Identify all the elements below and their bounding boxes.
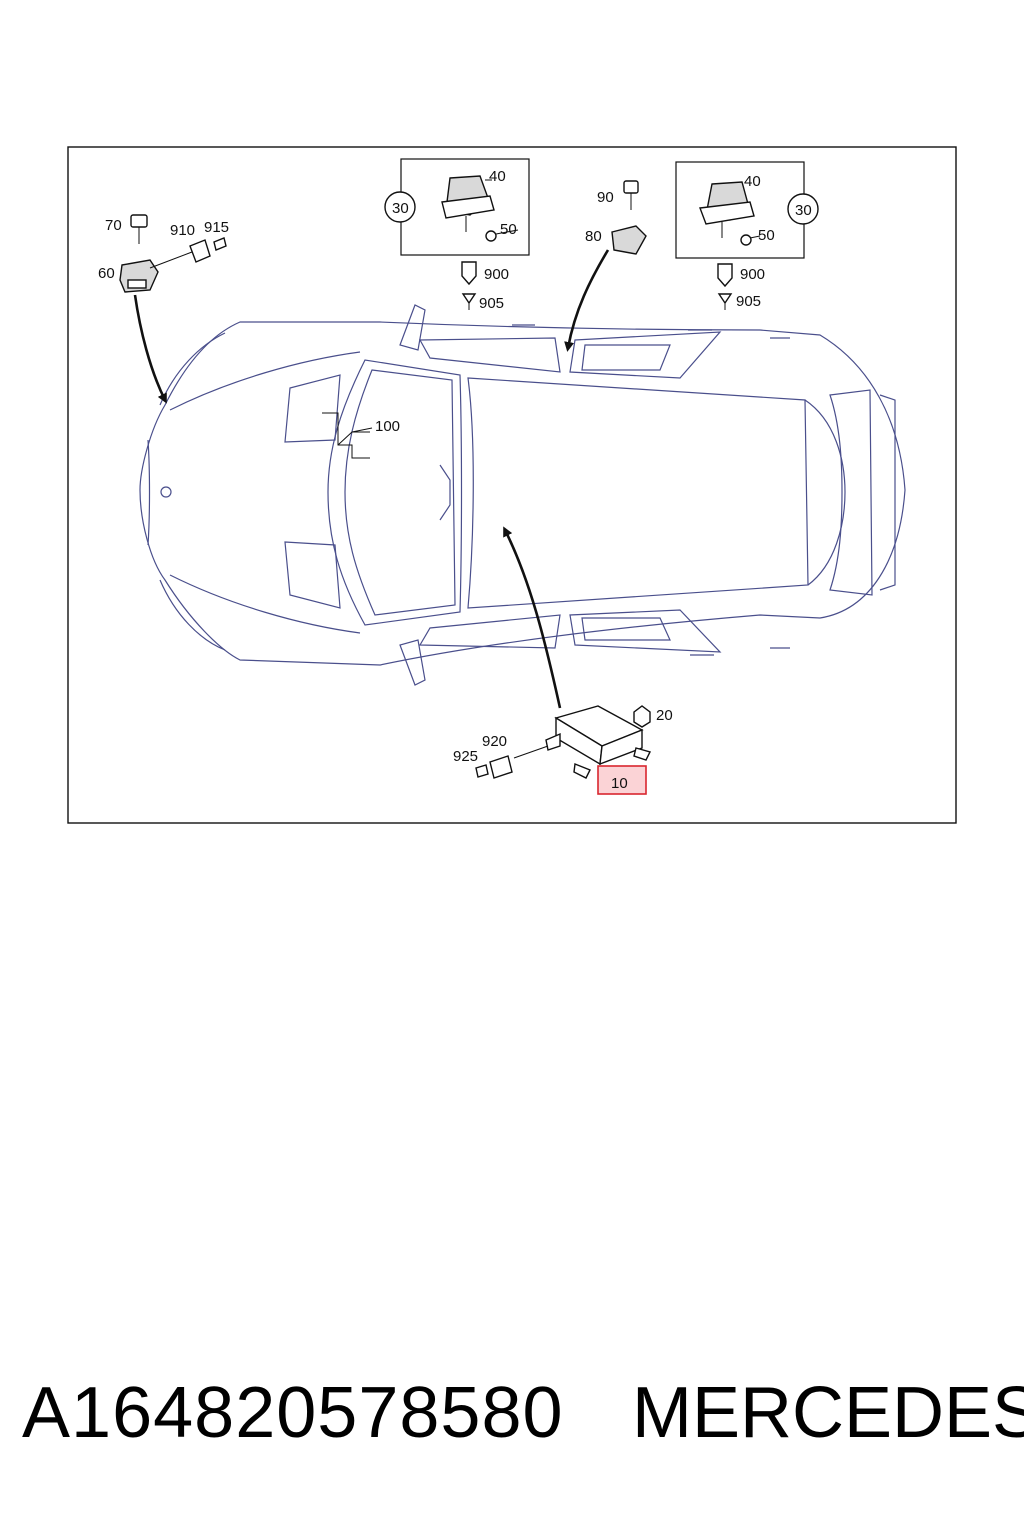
- callout-40-left: 40: [489, 168, 506, 185]
- callout-905-left: 905: [479, 295, 504, 312]
- arrow-to-front: [133, 294, 167, 404]
- callout-50-left: 50: [500, 221, 517, 238]
- callout-10: 10: [611, 775, 628, 792]
- terminal-905-right: [717, 293, 733, 305]
- callout-900-right: 900: [740, 266, 765, 283]
- callout-50-right: 50: [758, 227, 775, 244]
- callout-30-right: 30: [795, 202, 812, 219]
- arrow-to-side: [564, 249, 610, 352]
- car-outline: [139, 304, 906, 686]
- side-sensor-part: [611, 180, 647, 255]
- callout-20: 20: [656, 707, 673, 724]
- terminal-905-left: [461, 293, 477, 305]
- parts-diagram: 100 70 60 910 915 30 40 50 900 905 90: [67, 146, 957, 824]
- callout-100: 100: [375, 418, 400, 435]
- arrow-to-cabin: [503, 526, 562, 709]
- callout-915: 915: [204, 219, 229, 236]
- callout-905-right: 905: [736, 293, 761, 310]
- callout-70: 70: [105, 217, 122, 234]
- callout-900-left: 900: [484, 266, 509, 283]
- diagram-frame: [67, 146, 957, 824]
- callout-40-right: 40: [744, 173, 761, 190]
- part-number: A164820578580: [22, 1373, 564, 1453]
- footer: A164820578580 MERCEDES: [0, 1372, 1024, 1472]
- callout-circle-30-left: [384, 191, 416, 223]
- callout-910: 910: [170, 222, 195, 239]
- brand-name: MERCEDES: [632, 1373, 1024, 1453]
- callout-920: 920: [482, 733, 507, 750]
- latch-sensor-left: [441, 175, 519, 242]
- callout-90: 90: [597, 189, 614, 206]
- callout-925: 925: [453, 748, 478, 765]
- callout-30-left: 30: [392, 200, 409, 217]
- front-sensor-part: [119, 214, 227, 293]
- callout-10-highlight: [597, 765, 647, 795]
- callout-80: 80: [585, 228, 602, 245]
- airbag-control-unit: [475, 705, 652, 779]
- callout-circle-30-right: [787, 193, 819, 225]
- latch-sensor-right: [699, 181, 761, 246]
- connector-900-left: [461, 261, 477, 286]
- callout-60: 60: [98, 265, 115, 282]
- wiring-harness-symbol: [322, 412, 373, 459]
- connector-900-right: [717, 263, 733, 288]
